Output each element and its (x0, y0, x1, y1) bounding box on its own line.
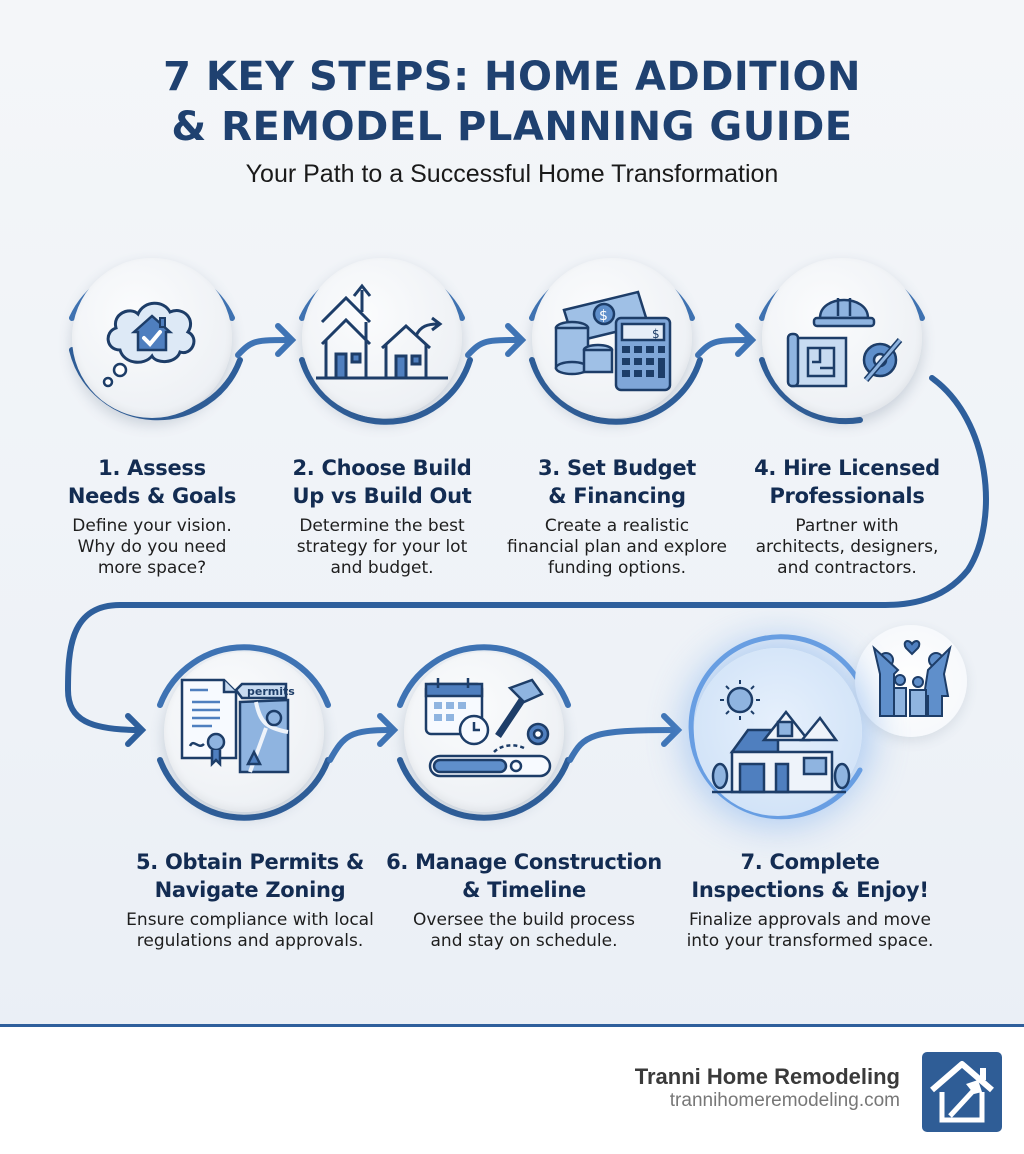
brand-name: Tranni Home Remodeling (634, 1064, 900, 1089)
step-2-desc-line1: Determine the best (299, 516, 465, 536)
step-2-desc-line2: strategy for your lot (296, 537, 468, 557)
step-7-title-line1: 7. Complete (740, 850, 880, 874)
step-5-desc-line2: regulations and approvals. (136, 931, 364, 951)
step-3-desc-line1: Create a realistic (544, 516, 690, 536)
houses-build-up-out-icon (316, 283, 448, 380)
permit-document-map-icon: permits (180, 678, 295, 774)
hardhat-blueprint-tools-icon (786, 298, 903, 388)
step-6-desc-line1: Oversee the build process (413, 910, 635, 930)
step-5-title-line2: Navigate Zoning (154, 878, 346, 902)
step-5-desc-line1: Ensure compliance with local (126, 910, 374, 930)
step-3-text: 3. Set Budget & Financing Create a reali… (502, 454, 732, 579)
step-6-text: 6. Manage Construction & Timeline Overse… (376, 848, 672, 952)
step-1-text: 1. Assess Needs & Goals Define your visi… (52, 454, 252, 579)
step-2-title-line2: Up vs Build Out (292, 484, 472, 508)
step-5-text: 5. Obtain Permits & Navigate Zoning Ensu… (120, 848, 380, 952)
step-2-desc-line3: and budget. (330, 558, 434, 578)
step-1-desc-line1: Define your vision. (72, 516, 232, 536)
brand-url-link[interactable]: trannihomeremodeling.com (669, 1090, 900, 1111)
page-subtitle: Your Path to a Successful Home Transform… (245, 160, 779, 188)
step-3-title-line1: 3. Set Budget (537, 456, 697, 480)
step-7-desc-line2: into your transformed space. (686, 931, 934, 951)
step-6-title-line2: & Timeline (462, 878, 586, 902)
step-4-title-line1: 4. Hire Licensed (754, 456, 940, 480)
step-6-desc-line2: and stay on schedule. (430, 931, 618, 951)
step-4-text: 4. Hire Licensed Professionals Partner w… (742, 454, 952, 579)
step-4-desc-line3: and contractors. (777, 558, 917, 578)
finished-house-icon (711, 680, 851, 794)
calendar-hammer-progress-icon (424, 678, 552, 778)
svg-text:$: $ (599, 308, 608, 324)
step-4-desc-line1: Partner with (795, 516, 899, 536)
step-1-desc-line3: more space? (97, 558, 207, 578)
step-6-title-line1: 6. Manage Construction (386, 850, 662, 874)
step-1-desc-line2: Why do you need (77, 537, 227, 557)
svg-text:$: $ (652, 327, 660, 341)
step-2-title-line1: 2. Choose Build (292, 456, 472, 480)
house-hammer-logo-icon (922, 1052, 1002, 1132)
step-4-title-line2: Professionals (769, 484, 925, 508)
step-7-text: 7. Complete Inspections & Enjoy! Finaliz… (672, 848, 948, 952)
footer-divider (0, 1024, 1024, 1027)
step-2-text: 2. Choose Build Up vs Build Out Determin… (272, 454, 492, 579)
happy-family-icon (872, 640, 952, 717)
step-1-title-line2: Needs & Goals (67, 484, 237, 508)
step-3-desc-line3: funding options. (547, 558, 687, 578)
step-5-title-line1: 5. Obtain Permits & (136, 850, 364, 874)
step-1-title-line1: 1. Assess (98, 456, 206, 480)
step-3-title-line2: & Financing (548, 484, 686, 508)
permits-tag-label: permits (247, 685, 295, 698)
page-title-line2: & REMODEL PLANNING GUIDE (171, 104, 853, 150)
step-7-desc-line1: Finalize approvals and move (688, 910, 932, 930)
footer (0, 1027, 1024, 1154)
step-3-desc-line2: financial plan and explore (507, 537, 727, 557)
step-4-desc-line2: architects, designers, (755, 537, 939, 557)
page-title-line1: 7 KEY STEPS: HOME ADDITION (163, 54, 861, 100)
thought-cloud-house-check-icon (102, 301, 196, 388)
money-calculator-icon: $ $ (554, 290, 672, 392)
step-7-title-line2: Inspections & Enjoy! (691, 878, 929, 902)
